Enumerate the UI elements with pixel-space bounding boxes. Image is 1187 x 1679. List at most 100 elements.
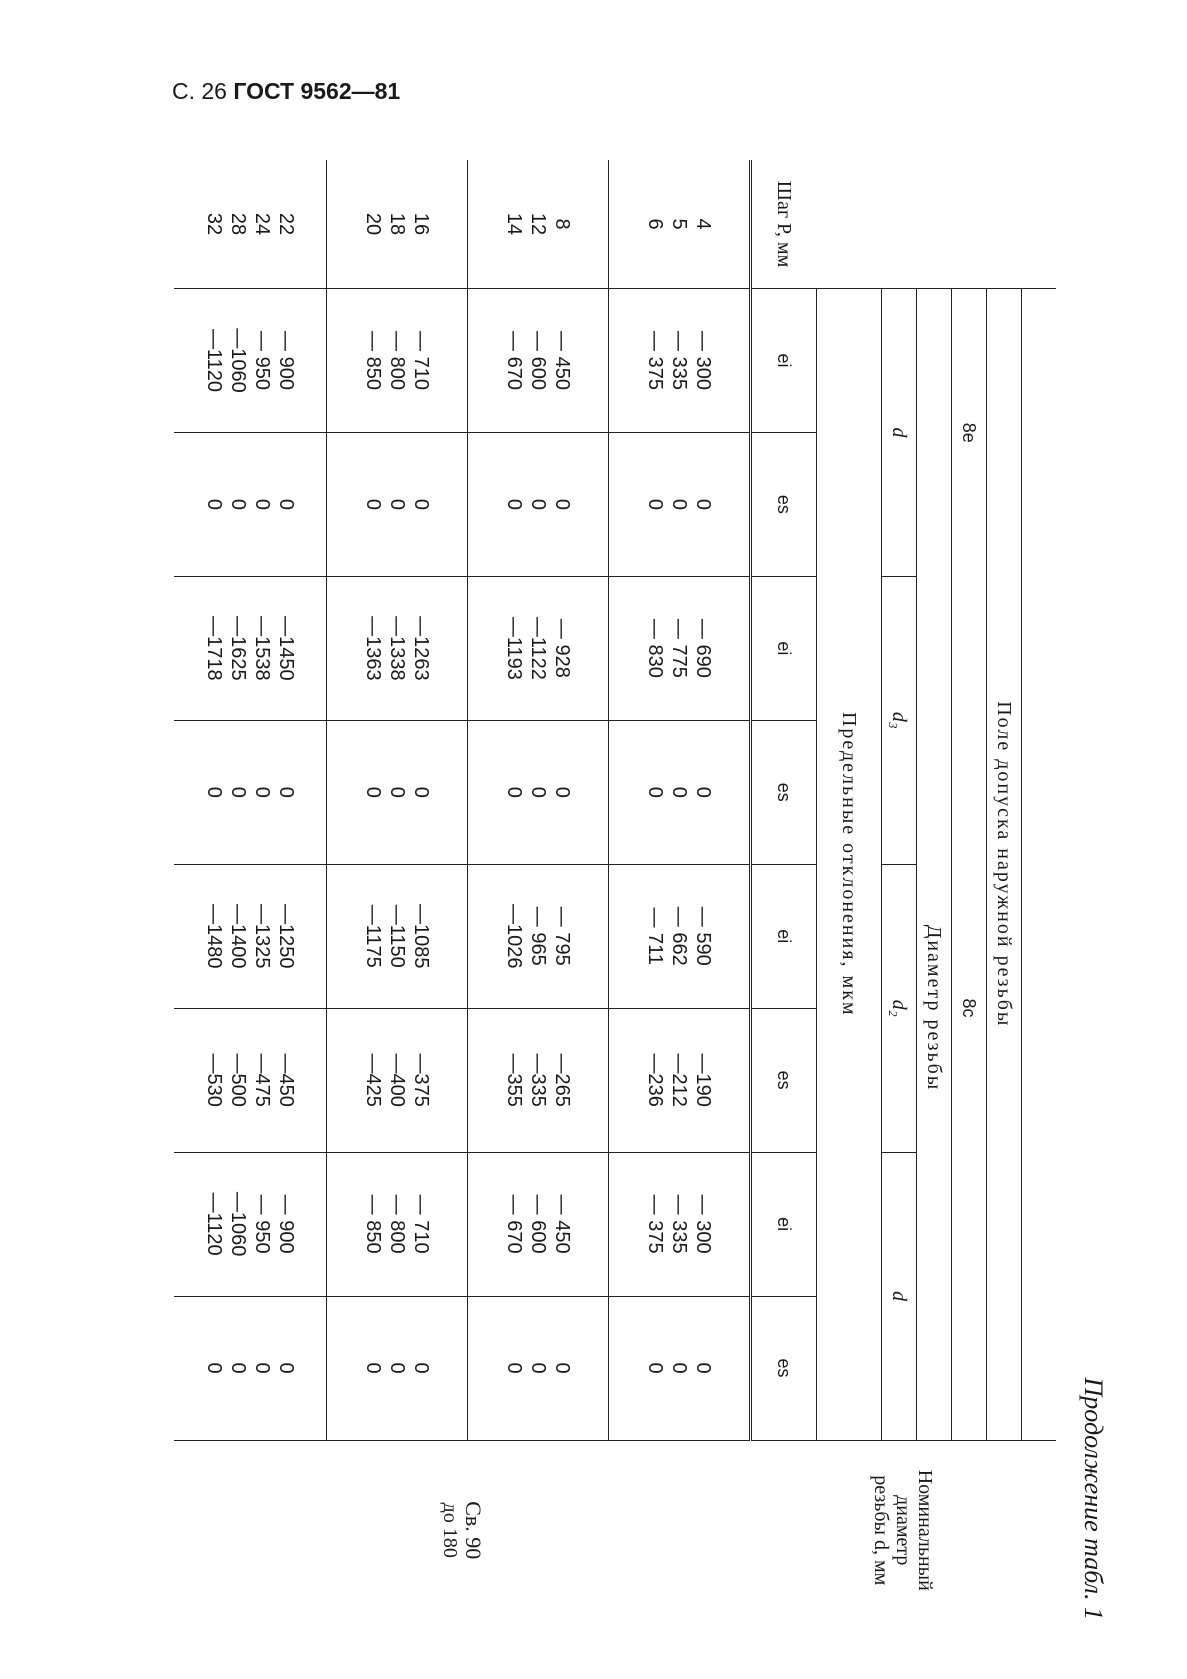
cell-value: 0 [203, 1362, 225, 1374]
cell-value: — 800 [386, 331, 408, 390]
cell-value: —1085 [410, 903, 432, 969]
cell-c_d_ei: — 900— 950—1060—1120 [174, 1152, 327, 1297]
cell-value: —1450 [275, 616, 297, 681]
cell-value: 0 [203, 786, 225, 798]
cell-value: — 775 [668, 618, 690, 678]
cell-value: —1718 [203, 616, 225, 681]
cell-c_d3_ei: —1450—1538—1625—1718 [174, 576, 327, 721]
cell-value: — 850 [362, 1194, 384, 1254]
cell-value: 12 [527, 212, 549, 236]
d3-header: d₃ [881, 576, 917, 865]
cell-value: — 795 [551, 906, 573, 966]
cell-value: 0 [410, 498, 432, 510]
cell-value: —1150 [386, 904, 408, 968]
col-c-d2-es: es [750, 1008, 817, 1153]
cell-value: 20 [362, 212, 384, 236]
cell-value: — 710 [410, 1194, 432, 1254]
cell-value: —530 [203, 1053, 225, 1107]
cell-value: —1060 [227, 1191, 249, 1257]
col-e-d-ei: ei [750, 288, 817, 433]
pitch-header: Шаг P, мм [750, 160, 817, 289]
d-8c-header: d [881, 1152, 917, 1441]
cell-value: —1250 [275, 903, 297, 969]
cell-value: 0 [227, 1362, 249, 1374]
cell-value: — 965 [527, 906, 549, 966]
col-c-d2-ei: ei [750, 864, 817, 1009]
cell-value: 8 [551, 218, 573, 230]
cell-value: 0 [251, 786, 273, 798]
cell-c_d2_es: —265—335—355 [467, 1008, 609, 1153]
cell-value: —1480 [203, 903, 225, 969]
cell-value: 0 [503, 1362, 525, 1374]
cell-value: — 950 [251, 331, 273, 390]
cell-value: 0 [251, 1362, 273, 1374]
cell-c_d3_ei: —1263—1338—1363 [326, 576, 468, 721]
nominal-range-to: до 180 [439, 1502, 462, 1558]
cell-value: 0 [551, 786, 573, 798]
cell-c_d3_ei: — 690— 775— 830 [608, 576, 751, 721]
cell-value: — 450 [551, 331, 573, 390]
cell-value: —212 [668, 1053, 690, 1107]
field-header: Поле допуска наружной резьбы [986, 288, 1022, 1441]
col-c-d-es: es [750, 1296, 817, 1441]
cell-value: —1625 [227, 616, 249, 681]
cell-value: — 600 [527, 1194, 549, 1254]
cell-value: —1120 [203, 1192, 225, 1256]
cell-value: 0 [227, 786, 249, 798]
cell-value: 22 [275, 212, 297, 236]
cell-value: 0 [410, 786, 432, 798]
cell-value: — 375 [644, 331, 666, 390]
cell-value: 0 [275, 1362, 297, 1374]
cell-value: 0 [362, 786, 384, 798]
cell-value: 0 [668, 1362, 690, 1374]
cell-value: 28 [227, 212, 249, 236]
cell-c_d2_es: —450—475—500—530 [174, 1008, 327, 1153]
cell-value: — 928 [551, 618, 573, 678]
nominal-diameter-header: Номинальный диаметр резьбы d, мм [750, 1440, 1056, 1620]
cell-c_d_ei: — 710— 800— 850 [326, 1152, 468, 1297]
cell-c_d3_ei: — 928—1122—1193 [467, 576, 609, 721]
diameter-header: Диаметр резьбы [916, 576, 952, 1441]
cell-value: —1122 [527, 616, 549, 680]
cell-e_d_ei: — 900— 950—1060—1120 [174, 288, 327, 433]
cell-value: 0 [692, 786, 714, 798]
cell-value: — 450 [551, 1194, 573, 1254]
cell-value: 0 [410, 1362, 432, 1374]
cell-value: —1120 [203, 328, 225, 392]
cell-c_d2_ei: — 795— 965—1026 [467, 864, 609, 1009]
cell-value: 0 [251, 498, 273, 510]
cell-value: — 830 [644, 618, 666, 678]
cell-value: —1175 [362, 904, 384, 968]
cell-value: 0 [386, 1362, 408, 1374]
cell-value: 0 [386, 786, 408, 798]
cell-c_d2_ei: —1250—1325—1400—1480 [174, 864, 327, 1009]
pitch-label: Шаг P, мм [773, 180, 796, 268]
cell-value: —355 [503, 1053, 525, 1107]
cell-c_d2_es: —190—212—236 [608, 1008, 751, 1153]
cell-value: —475 [251, 1053, 273, 1107]
col-c-d-ei: ei [750, 1152, 817, 1297]
cell-c_d2_ei: —1085—1150—1175 [326, 864, 468, 1009]
cell-c_d2_es: —375—400—425 [326, 1008, 468, 1153]
cell-value: 0 [386, 498, 408, 510]
cell-value: — 335 [668, 1194, 690, 1254]
cell-value: —425 [362, 1053, 384, 1107]
col-c-d3-ei: ei [750, 576, 817, 721]
cell-value: —500 [227, 1053, 249, 1107]
cell-value: —1538 [251, 616, 273, 681]
cell-value: 0 [692, 498, 714, 510]
cell-value: 0 [551, 498, 573, 510]
